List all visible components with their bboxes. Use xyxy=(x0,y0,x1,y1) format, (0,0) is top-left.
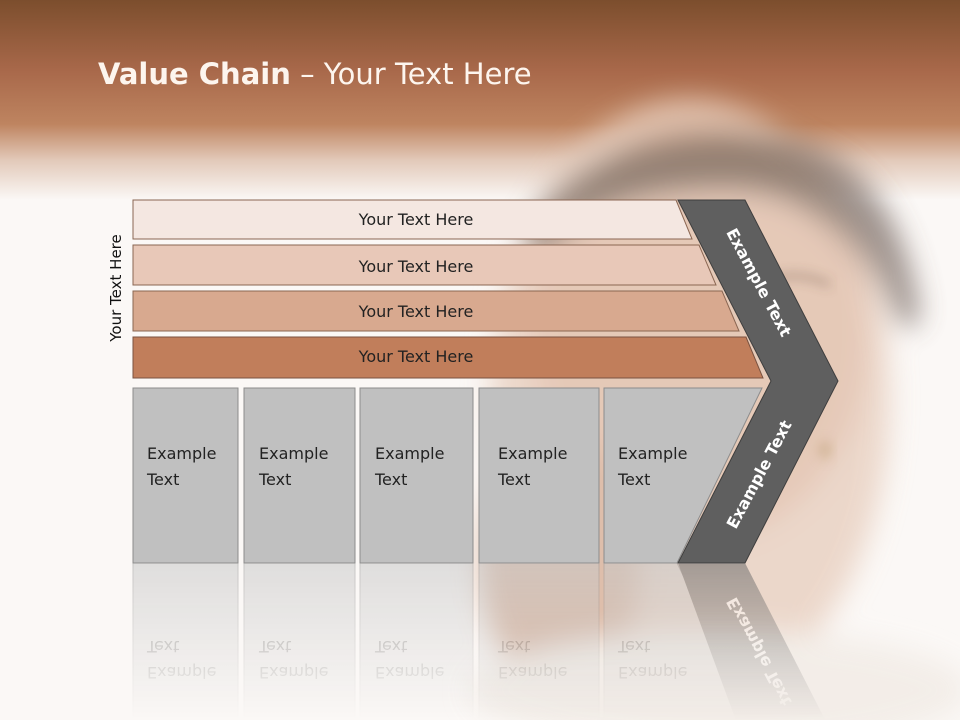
primary-boxes: Example Text Example Text Example Text E… xyxy=(132,387,763,564)
box-3-line2: Text xyxy=(374,470,407,489)
box-4-line2: Text xyxy=(497,470,530,489)
band-3-shape xyxy=(132,290,740,332)
box-4-shape xyxy=(478,387,600,564)
band-1-label: Your Text Here xyxy=(358,210,474,229)
title-bold: Value Chain xyxy=(98,57,291,91)
box-2: Example Text xyxy=(243,387,356,564)
reflection-box-3-line2: Text xyxy=(374,637,407,656)
box-5-line1: Example xyxy=(618,444,687,463)
band-2: Your Text Here xyxy=(132,244,717,286)
band-3: Your Text Here xyxy=(132,290,740,332)
reflection-box-1-line1: Example xyxy=(147,663,216,682)
box-4-line1: Example xyxy=(498,444,567,463)
box-4: Example Text xyxy=(478,387,600,564)
box-2-shape xyxy=(243,387,356,564)
box-1-shape xyxy=(132,387,239,564)
band-1-shape xyxy=(132,199,693,240)
box-5: Example Text xyxy=(603,387,763,564)
band-2-shape xyxy=(132,244,717,286)
box-1: Example Text xyxy=(132,387,239,564)
reflection-box-4-line1: Example xyxy=(498,663,567,682)
box-1-line1: Example xyxy=(147,444,216,463)
box-2-line1: Example xyxy=(259,444,328,463)
reflection-box-2-line1: Example xyxy=(259,663,328,682)
support-bands: Your Text Here Your Text Here Your Text … xyxy=(132,199,764,379)
band-4-shape xyxy=(132,336,764,379)
band-4-label: Your Text Here xyxy=(358,347,474,366)
band-1: Your Text Here xyxy=(132,199,693,240)
reflection-box-5-line2: Text xyxy=(617,637,650,656)
band-2-label: Your Text Here xyxy=(358,257,474,276)
reflection-box-1-line2: Text xyxy=(146,637,179,656)
reflection-box-3-line1: Example xyxy=(375,663,444,682)
box-3: Example Text xyxy=(359,387,474,564)
title-rest: – Your Text Here xyxy=(300,57,532,91)
box-2-line2: Text xyxy=(258,470,291,489)
box-5-line2: Text xyxy=(617,470,650,489)
slide-title: Value Chain – Your Text Here xyxy=(98,52,532,96)
box-3-line1: Example xyxy=(375,444,444,463)
band-3-label: Your Text Here xyxy=(358,302,474,321)
reflection: Example Text Example Text Example Text E… xyxy=(132,562,826,720)
reflection-box-5-line1: Example xyxy=(618,663,687,682)
box-3-shape xyxy=(359,387,474,564)
reflection-box-4-line2: Text xyxy=(497,637,530,656)
box-1-line2: Text xyxy=(146,470,179,489)
reflection-box-2-line2: Text xyxy=(258,637,291,656)
band-4: Your Text Here xyxy=(132,336,764,379)
